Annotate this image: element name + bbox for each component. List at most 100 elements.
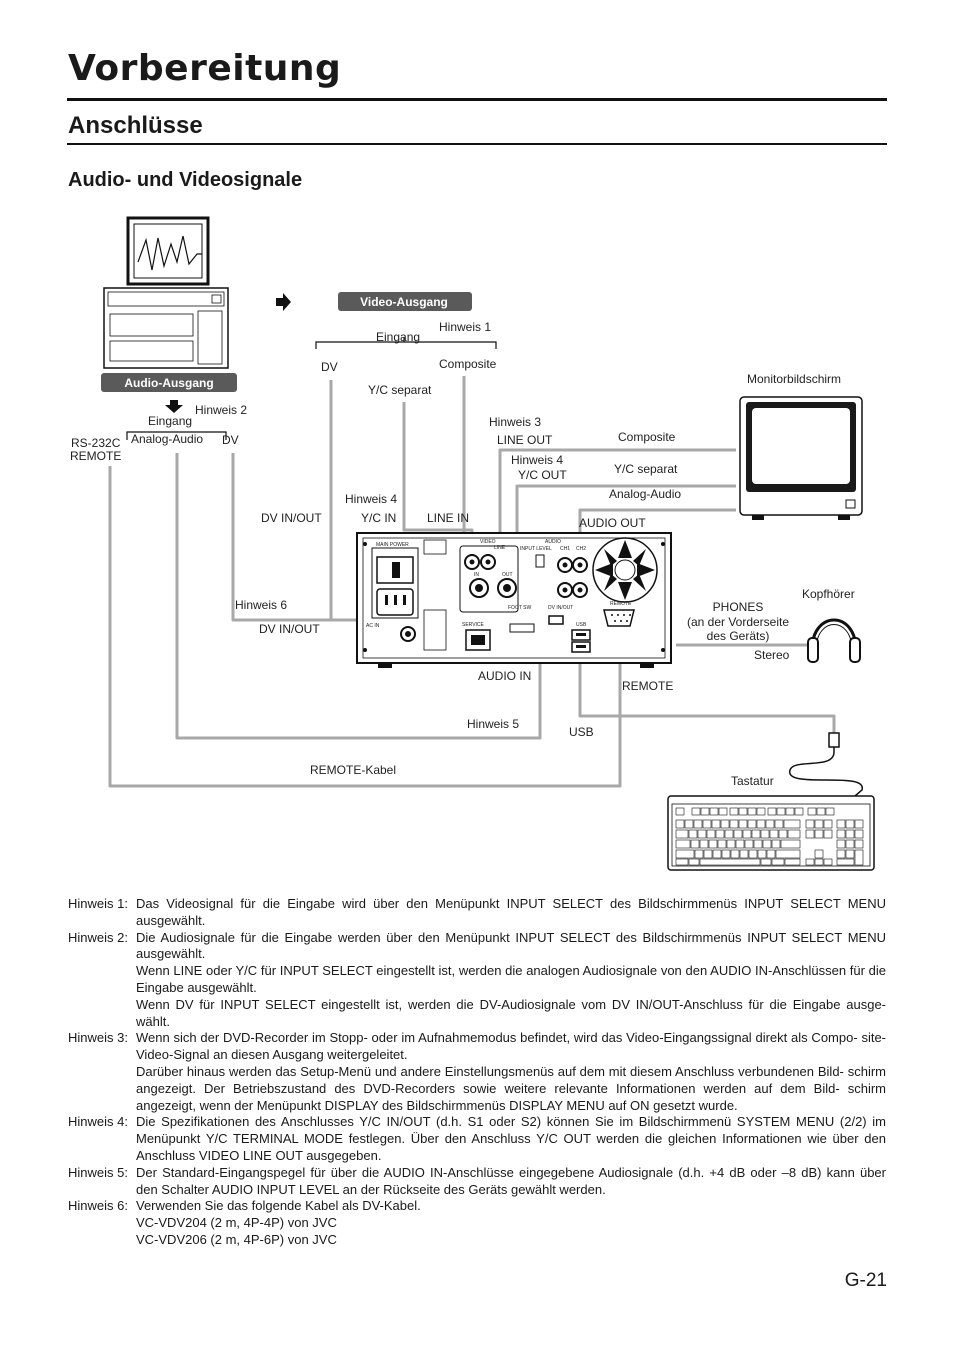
label-audio-out: AUDIO OUT [579, 516, 646, 530]
label-dv-in-out-bottom: DV IN/OUT [259, 622, 320, 636]
label-dv-left: DV [222, 433, 239, 447]
label-tastatur: Tastatur [731, 774, 774, 788]
arrow-down-icon [165, 400, 183, 413]
svg-text:SERVICE: SERVICE [462, 622, 485, 628]
label-analog-audio-right: Analog-Audio [609, 487, 681, 501]
label-hinweis3: Hinweis 3 [489, 415, 541, 429]
label-line-out: LINE OUT [497, 433, 553, 447]
label-phones: PHONES [713, 600, 764, 614]
svg-text:LINE: LINE [494, 545, 506, 551]
notes-list: Hinweis 1: Das Videosignal für die Einga… [68, 896, 886, 1249]
dvd-recorder-rear-panel: MAIN POWER AC IN VIDEO LINE IN OUT AUDIO… [356, 532, 672, 668]
label-dv-top: DV [321, 360, 338, 374]
label-hinweis6: Hinweis 6 [235, 598, 287, 612]
audio-output-tag [101, 373, 237, 392]
computer-unit [103, 287, 229, 369]
svg-text:AC IN: AC IN [366, 623, 380, 629]
diagram-labels: Eingang Hinweis 1 DV Composite Y/C separ… [70, 320, 855, 788]
note-paragraph: VC-VDV206 (2 m, 4P-6P) von JVC [136, 1231, 337, 1247]
label-remote-kabel: REMOTE-Kabel [310, 763, 396, 777]
note-label: Hinweis 1: [68, 896, 128, 911]
svg-text:INPUT LEVEL: INPUT LEVEL [520, 546, 552, 552]
note-item: Hinweis 2: Die Audiosignale für die Eing… [68, 930, 886, 1031]
label-line-in: LINE IN [427, 511, 469, 525]
note-item: Hinweis 6: Verwenden Sie das folgende Ka… [68, 1198, 886, 1248]
note-body: Das Videosignal für die Eingabe wird übe… [136, 896, 886, 930]
monitor-screen [739, 396, 863, 520]
label-hinweis4-right: Hinweis 4 [511, 453, 563, 467]
label-analog-audio-left: Analog-Audio [131, 432, 203, 446]
label-monitorbildschirm: Monitorbildschirm [747, 372, 841, 386]
label-remote-bottom: REMOTE [622, 679, 673, 693]
note-label: Hinweis 3: [68, 1030, 128, 1046]
headphones-icon [807, 618, 861, 663]
svg-text:IN: IN [474, 572, 479, 578]
cable-line-out [498, 448, 736, 555]
label-phones-note1: (an der Vorderseite [687, 615, 789, 629]
svg-text:MAIN POWER: MAIN POWER [376, 542, 409, 548]
note-label: Hinweis 2: [68, 929, 128, 945]
note-body: Der Standard-Eingangspegel für über die … [136, 1165, 886, 1199]
video-output-tag [338, 292, 472, 311]
label-hinweis2: Hinweis 2 [195, 403, 247, 417]
title-rule [67, 98, 887, 101]
keyboard [667, 732, 875, 871]
svg-text:VIDEO: VIDEO [480, 539, 496, 545]
video-input-brace [315, 337, 497, 349]
cable-usb [578, 645, 836, 735]
note-paragraph: Verwenden Sie das folgende Kabel als DV-… [136, 1198, 421, 1214]
svg-text:FOOT SW: FOOT SW [508, 605, 532, 611]
note-item: Hinweis 1: Das Videosignal für die Einga… [68, 896, 886, 930]
label-phones-note2: des Geräts) [707, 629, 770, 643]
label-yc-separat-right: Y/C separat [614, 462, 678, 476]
arrow-right-icon [276, 293, 291, 311]
label-kopfhoerer: Kopfhörer [802, 587, 855, 601]
svg-text:REMOTE: REMOTE [610, 601, 632, 607]
label-rs232c: RS-232C [71, 436, 121, 450]
label-yc-separat-top: Y/C separat [368, 383, 432, 397]
svg-text:OUT: OUT [502, 572, 513, 578]
label-composite-right: Composite [618, 430, 676, 444]
note-label: Hinweis 6: [68, 1198, 128, 1214]
note-paragraph: Das Videosignal für die Eingabe wird übe… [136, 896, 886, 928]
remote-port [603, 609, 635, 627]
label-audio-in: AUDIO IN [478, 669, 531, 683]
subsection-title: Audio- und Videosignale [68, 169, 303, 191]
svg-text:CH2: CH2 [576, 546, 586, 552]
note-body: Verwenden Sie das folgende Kabel als DV-… [136, 1198, 886, 1248]
note-paragraph: Die Audiosignale für die Eingabe werden … [136, 929, 886, 962]
label-hinweis4-left: Hinweis 4 [345, 492, 397, 506]
section-title: Anschlüsse [68, 112, 203, 139]
note-paragraph: Der Standard-Eingangspegel für über die … [136, 1164, 886, 1197]
note-paragraph: Wenn DV für INPUT SELECT eingestellt ist… [136, 996, 886, 1029]
svg-text:USB: USB [576, 622, 587, 628]
note-paragraph: Wenn LINE oder Y/C für INPUT SELECT eing… [136, 963, 886, 995]
video-output-tag-label: Video-Ausgang [360, 295, 448, 309]
note-paragraph: Die Spezifikationen des Anschlusses Y/C … [136, 1114, 886, 1163]
note-paragraph: Wenn sich der DVD-Recorder im Stopp- ode… [136, 1030, 886, 1063]
connection-diagram: Audio-Ausgang Video-Ausgang MAIN POWER A… [70, 216, 875, 871]
label-hinweis1: Hinweis 1 [439, 320, 491, 334]
label-hinweis5: Hinweis 5 [467, 717, 519, 731]
computer [103, 216, 229, 369]
page-number: G-21 [844, 1270, 887, 1291]
audio-input-brace [126, 431, 227, 440]
dv-in-out-port [548, 615, 564, 625]
cable-remote [108, 466, 622, 788]
note-body: Die Audiosignale für die Eingabe werden … [136, 930, 886, 1031]
note-item: Hinweis 4: Die Spezifikationen des Ansch… [68, 1114, 886, 1164]
svg-text:DV IN/OUT: DV IN/OUT [548, 605, 573, 611]
label-dv-in-out-top: DV IN/OUT [261, 511, 322, 525]
svg-text:CH1: CH1 [560, 546, 570, 552]
keyboard-keys [675, 807, 864, 866]
note-item: Hinweis 3: Wenn sich der DVD-Recorder im… [68, 1030, 886, 1114]
note-item: Hinweis 5: Der Standard-Eingangspegel fü… [68, 1165, 886, 1199]
label-yc-in: Y/C IN [361, 511, 396, 525]
cable-dv-left [231, 453, 331, 622]
label-usb: USB [569, 725, 594, 739]
note-body: Wenn sich der DVD-Recorder im Stopp- ode… [136, 1030, 886, 1114]
label-yc-out: Y/C OUT [518, 468, 567, 482]
label-eingang-top: Eingang [376, 330, 420, 344]
note-paragraph: VC-VDV204 (2 m, 4P-4P) von JVC [136, 1215, 337, 1231]
label-composite-top: Composite [439, 357, 497, 371]
